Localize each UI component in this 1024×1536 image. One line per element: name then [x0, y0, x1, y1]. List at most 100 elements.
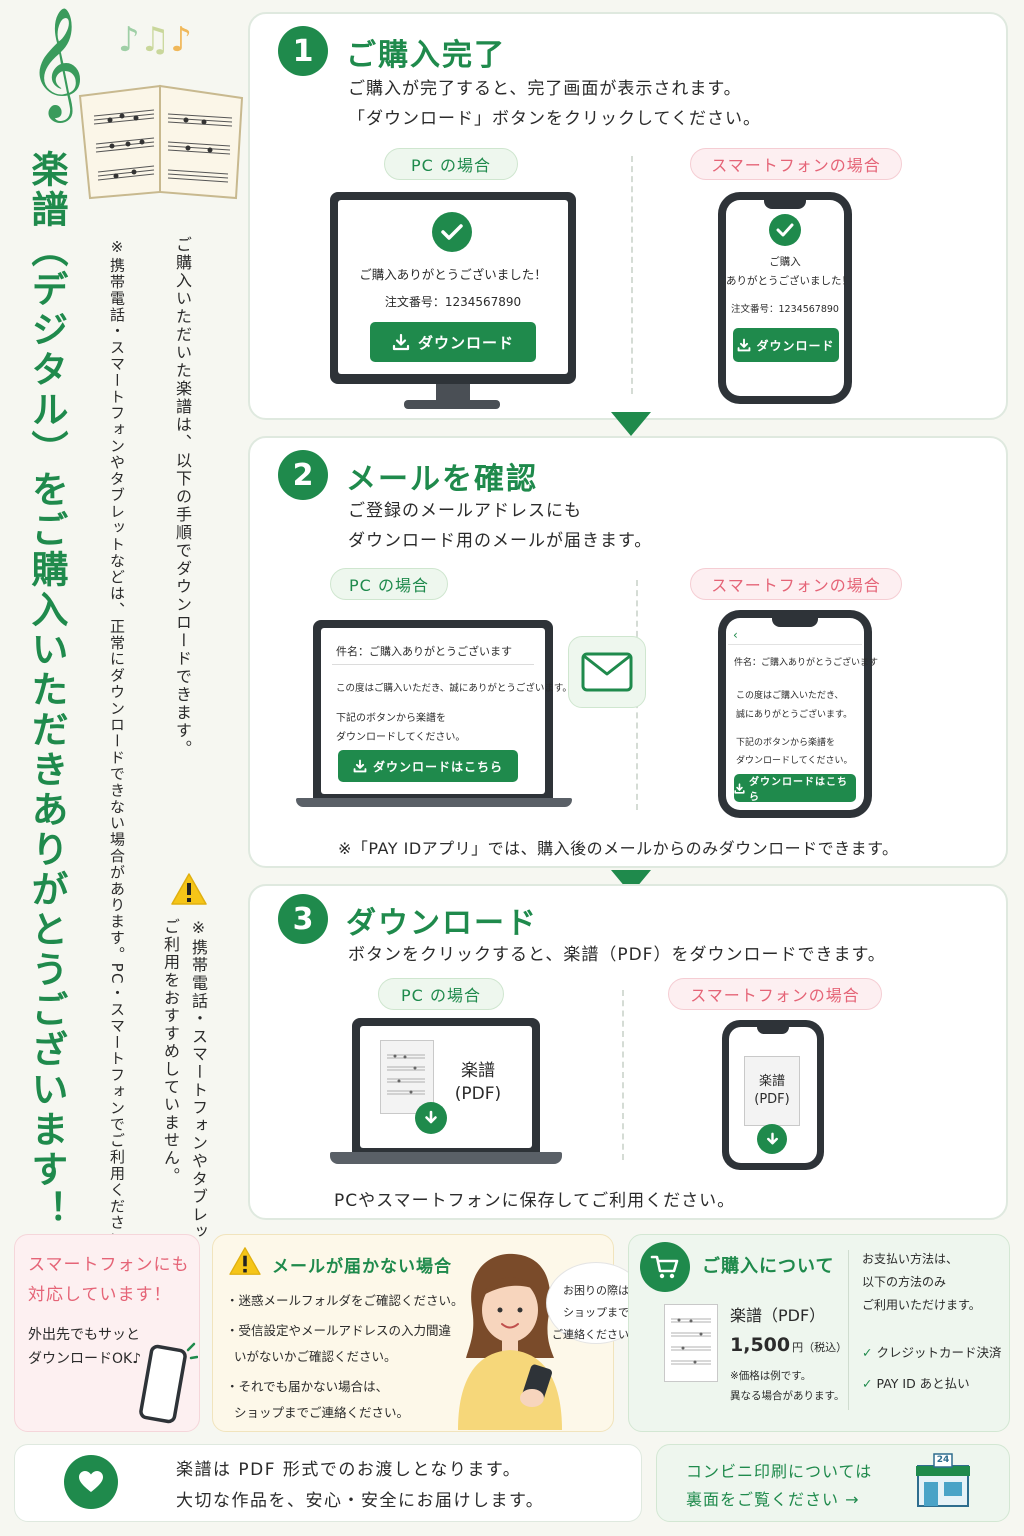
smartphone-support-body-1: 外出先でもサッと	[28, 1327, 140, 1343]
download-circle-icon[interactable]	[757, 1124, 787, 1154]
step1-pc-thanks: ご購入ありがとうございました！	[359, 267, 547, 282]
mail-box-item-3b: ショップまでご連絡ください。	[234, 1405, 410, 1420]
step2-sp-body-1: この度はご購入いただき、	[736, 691, 844, 701]
mail-box-item-2a: ・受信設定やメールアドレスの入力間違	[226, 1323, 452, 1338]
check-icon	[769, 214, 801, 246]
step2-number: 2	[278, 450, 328, 500]
step1-pc-label: PC の場合	[384, 148, 518, 180]
step1-sp-download-label: ダウンロード	[756, 338, 835, 353]
payment-intro-2: 以下の方法のみ	[862, 1275, 947, 1289]
price-note-1: ※価格は例です。	[730, 1370, 812, 1382]
sheet-music-book-icon	[76, 80, 248, 200]
warning-icon	[170, 872, 208, 906]
footer-line-2: 大切な作品を、安心・安全にお届けします。	[176, 1491, 545, 1511]
price-value: 1,500	[730, 1334, 791, 1356]
mail-box-item-3a: ・それでも届かない場合は、	[226, 1379, 389, 1394]
warning-text-2: ご利用をおすすめしていません。	[161, 918, 180, 1185]
checkmark-icon: ✓	[862, 1345, 873, 1360]
smartphone-icon	[138, 1342, 199, 1426]
convenience-line-1: コンビニ印刷については	[686, 1462, 873, 1481]
price-note-2: 異なる場合があります。	[730, 1390, 845, 1402]
step3-pc-label: PC の場合	[378, 978, 504, 1010]
step1-pc-download-label: ダウンロード	[417, 333, 514, 352]
payment-method-1: ✓ クレジットカード決済	[862, 1342, 1001, 1361]
convenience-store-icon: 24	[914, 1452, 972, 1510]
back-chevron-icon[interactable]: ‹	[733, 628, 738, 642]
payment-intro-3: ご利用いただけます。	[862, 1298, 981, 1312]
step2-title: メールを確認	[346, 462, 538, 497]
step2-sp-body-3: 下記のボタンから楽譜を	[736, 738, 836, 748]
mail-envelope-icon	[568, 636, 646, 708]
treble-clef-icon: 𝄞	[28, 6, 85, 118]
step3-save-note: PCやスマートフォンに保存してご利用ください。	[334, 1191, 736, 1211]
mobile-note: ※携帯電話・スマートフォンやタブレットなどは、正常にダウンロードできない場合があ…	[108, 238, 126, 1264]
bubble-line-1: お困りの際は	[563, 1284, 629, 1297]
shopping-cart-icon	[640, 1242, 690, 1292]
music-notes-icon: ♪♫♪	[118, 20, 192, 60]
payment-intro-1: お支払い方法は、	[862, 1252, 959, 1266]
bubble-line-3: ご連絡ください。	[552, 1328, 640, 1341]
purchase-title: ご購入について	[702, 1256, 835, 1277]
payment-method-2: ✓ PAY ID あと払い	[862, 1373, 970, 1392]
step2-pc-rule	[332, 664, 534, 665]
step3-number: 3	[278, 894, 328, 944]
step3-title: ダウンロード	[346, 906, 538, 941]
product-name: 楽譜（PDF）	[730, 1306, 826, 1325]
step1-pc-stand	[436, 384, 470, 402]
step2-desc-2: ダウンロード用のメールが届きます。	[348, 531, 653, 551]
step2-desc-1: ご登録のメールアドレスにも	[348, 501, 582, 521]
step2-pc-body-3: ダウンロードしてください。	[336, 732, 466, 743]
step1-divider	[631, 156, 633, 394]
footer-line-1: 楽譜は PDF 形式でのお渡しとなります。	[176, 1460, 522, 1480]
step1-pc-download-button[interactable]: ダウンロード	[370, 322, 536, 362]
step2-sp-notch	[772, 618, 818, 627]
step2-sp-label: スマートフォンの場合	[690, 568, 902, 600]
step3-desc-1: ボタンをクリックすると、楽譜（PDF）をダウンロードできます。	[348, 945, 886, 965]
smartphone-support-title-2: 対応しています！	[28, 1285, 172, 1305]
step1-sp-notch	[764, 200, 806, 209]
step1-title: ご購入完了	[346, 38, 506, 73]
smartphone-support-body-2: ダウンロードOK♪	[28, 1351, 142, 1367]
step1-sp-label: スマートフォンの場合	[690, 148, 902, 180]
step3-sp-label: スマートフォンの場合	[668, 978, 882, 1010]
convenience-line-2[interactable]: 裏面をご覧ください →	[686, 1490, 860, 1509]
download-circle-icon[interactable]	[415, 1102, 447, 1134]
download-icon	[737, 338, 751, 352]
step2-sp-body-4: ダウンロードしてください。	[736, 756, 853, 766]
payment-method-1-label: クレジットカード決済	[876, 1345, 1002, 1360]
step2-pc-download-button[interactable]: ダウンロードはこちら	[338, 750, 518, 782]
step1-desc-2: 「ダウンロード」ボタンをクリックしてください。	[348, 109, 761, 129]
step3-sp-notch	[757, 1027, 789, 1034]
intro-note: ご購入いただいた楽譜は、以下の手順でダウンロードできます。	[173, 236, 192, 758]
step3-pc-laptop-base	[330, 1152, 562, 1164]
support-woman-illustration	[452, 1248, 566, 1430]
step3-sp-file-1: 楽譜	[758, 1074, 785, 1089]
step2-pc-body-2: 下記のボタンから楽譜を	[336, 713, 446, 724]
step-arrow-1	[611, 412, 651, 436]
step1-pc-order: 注文番号：1234567890	[384, 295, 522, 309]
step3-divider	[622, 990, 624, 1160]
store-number: 24	[936, 1455, 950, 1465]
pdf-file-icon	[744, 1056, 800, 1126]
step2-pc-download-label: ダウンロードはこちら	[372, 759, 503, 774]
step2-sp-download-button[interactable]: ダウンロードはこちら	[734, 774, 856, 803]
step1-sp-download-button[interactable]: ダウンロード	[733, 328, 839, 362]
step2-sp-download-label: ダウンロードはこちら	[749, 777, 848, 803]
step2-sp-rule	[728, 644, 862, 645]
price-unit: 円（税込）	[792, 1341, 848, 1354]
step3-pc-file-2: (PDF)	[454, 1084, 502, 1104]
download-icon	[353, 759, 367, 773]
mail-box-title: メールが届かない場合	[272, 1257, 452, 1277]
purchase-divider	[848, 1250, 849, 1410]
mail-box-item-2b: いがないかご確認ください。	[234, 1349, 397, 1364]
main-title: 楽譜（デジタル）をご購入いただきありがとうございます！	[25, 150, 68, 1230]
warning-icon	[228, 1246, 262, 1276]
heart-icon	[64, 1455, 118, 1509]
step2-sp-body-2: 誠にありがとうございます。	[736, 710, 853, 720]
step1-sp-thanks-2: ありがとうございました！	[726, 275, 852, 287]
footer-pdf-card	[14, 1444, 642, 1522]
step2-pc-subject: 件名：ご購入ありがとうございます	[336, 645, 512, 658]
step1-sp-thanks-1: ご購入	[769, 256, 801, 268]
step2-pc-label: PC の場合	[330, 568, 448, 600]
